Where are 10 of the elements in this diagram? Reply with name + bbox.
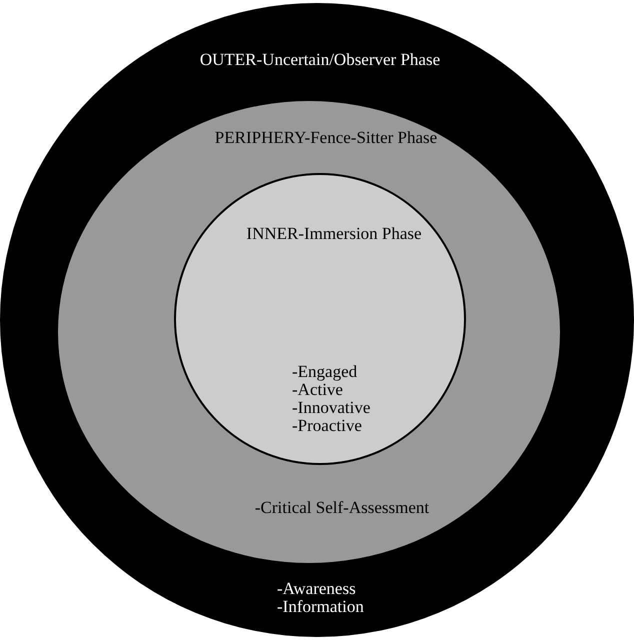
trait-list-item: -Awareness <box>277 580 356 598</box>
phase-heading: INNER-Immersion Phase <box>246 225 422 243</box>
trait-list-item: -Engaged <box>292 363 358 381</box>
trait-list-item: -Information <box>277 598 364 616</box>
trait-list-item: -Innovative <box>292 399 370 417</box>
trait-list-item: -Active <box>292 381 343 399</box>
trait-list-item: -Critical Self-Assessment <box>254 499 430 517</box>
trait-list-item: -Proactive <box>292 417 362 435</box>
phase-heading: OUTER-Uncertain/Observer Phase <box>200 51 440 69</box>
phase-heading: PERIPHERY-Fence-Sitter Phase <box>214 129 438 147</box>
